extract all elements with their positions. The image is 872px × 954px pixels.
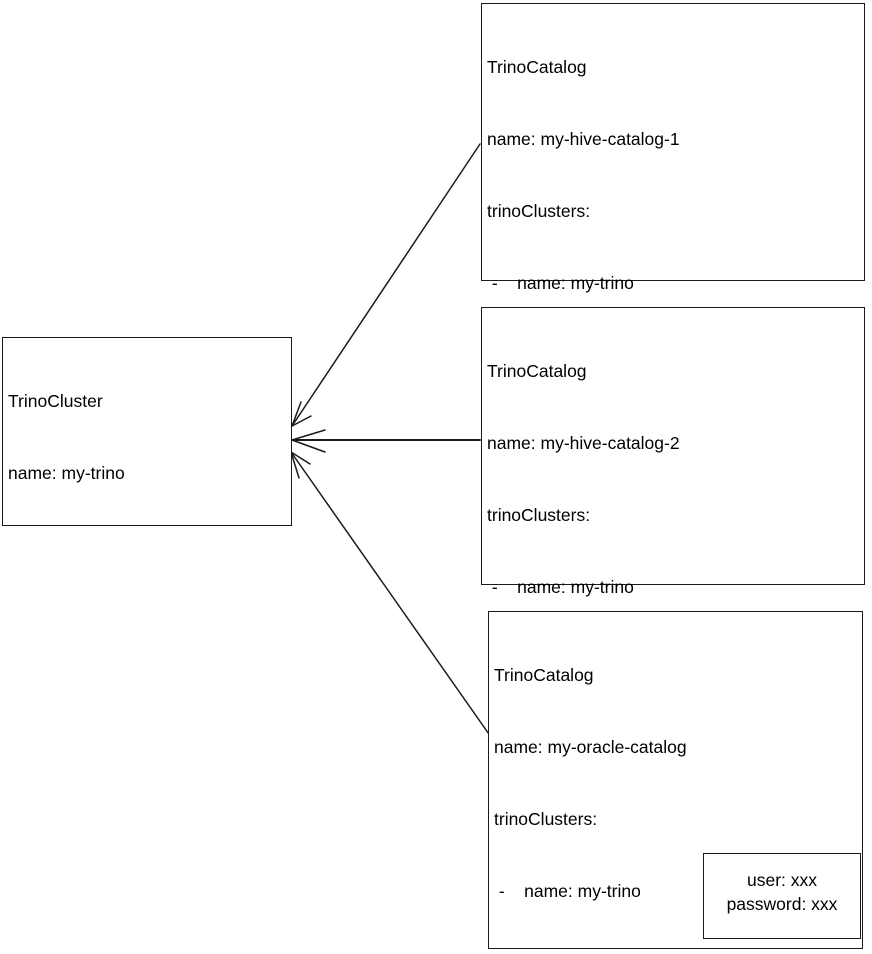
node-trinocatalog-my-oracle-catalog[interactable]: TrinoCatalog name: my-oracle-catalog tri…: [488, 611, 863, 954]
node-trinocatalog-my-hive-catalog-1[interactable]: TrinoCatalog name: my-hive-catalog-1 tri…: [481, 3, 865, 653]
node-trinocatalog-my-hive-catalog-2[interactable]: TrinoCatalog name: my-hive-catalog-2 tri…: [481, 307, 865, 885]
node-trino-cluster-text: TrinoCluster name: my-trino: [8, 341, 289, 533]
oracle-line-3: - name: my-trino: [494, 881, 641, 901]
credentials-line-0: user: xxx: [746, 870, 818, 890]
hive-2-line-0: TrinoCatalog: [487, 361, 587, 381]
oracle-line-2: trinoClusters:: [494, 809, 598, 829]
node-trino-cluster[interactable]: TrinoCluster name: my-trino: [2, 337, 292, 526]
oracle-line-0: TrinoCatalog: [494, 665, 594, 685]
hive-1-line-1: name: my-hive-catalog-1: [487, 129, 680, 149]
oracle-line-1: name: my-oracle-catalog: [494, 737, 687, 757]
trino-cluster-line-0: TrinoCluster: [8, 391, 103, 411]
node-oracle-text: TrinoCatalog name: my-oracle-catalog tri…: [494, 615, 860, 954]
credentials-line-1: password: xxx: [726, 894, 838, 914]
hive-2-line-3: - name: my-trino: [487, 577, 634, 597]
hive-1-line-0: TrinoCatalog: [487, 57, 587, 77]
trino-cluster-line-1: name: my-trino: [8, 463, 125, 483]
hive-1-line-3: - name: my-trino: [487, 273, 634, 293]
credentials-secret-text: user: xxx password: xxx: [704, 868, 860, 916]
edge-oracle-catalog-to-cluster: [290, 451, 492, 738]
edge-hive-catalog-2-to-cluster: [291, 429, 481, 453]
hive-1-line-2: trinoClusters:: [487, 201, 591, 221]
edge-hive-catalog-1-to-cluster: [291, 143, 481, 427]
hive-2-line-1: name: my-hive-catalog-2: [487, 433, 680, 453]
node-credentials-secret[interactable]: user: xxx password: xxx: [703, 853, 861, 939]
hive-2-line-2: trinoClusters:: [487, 505, 591, 525]
